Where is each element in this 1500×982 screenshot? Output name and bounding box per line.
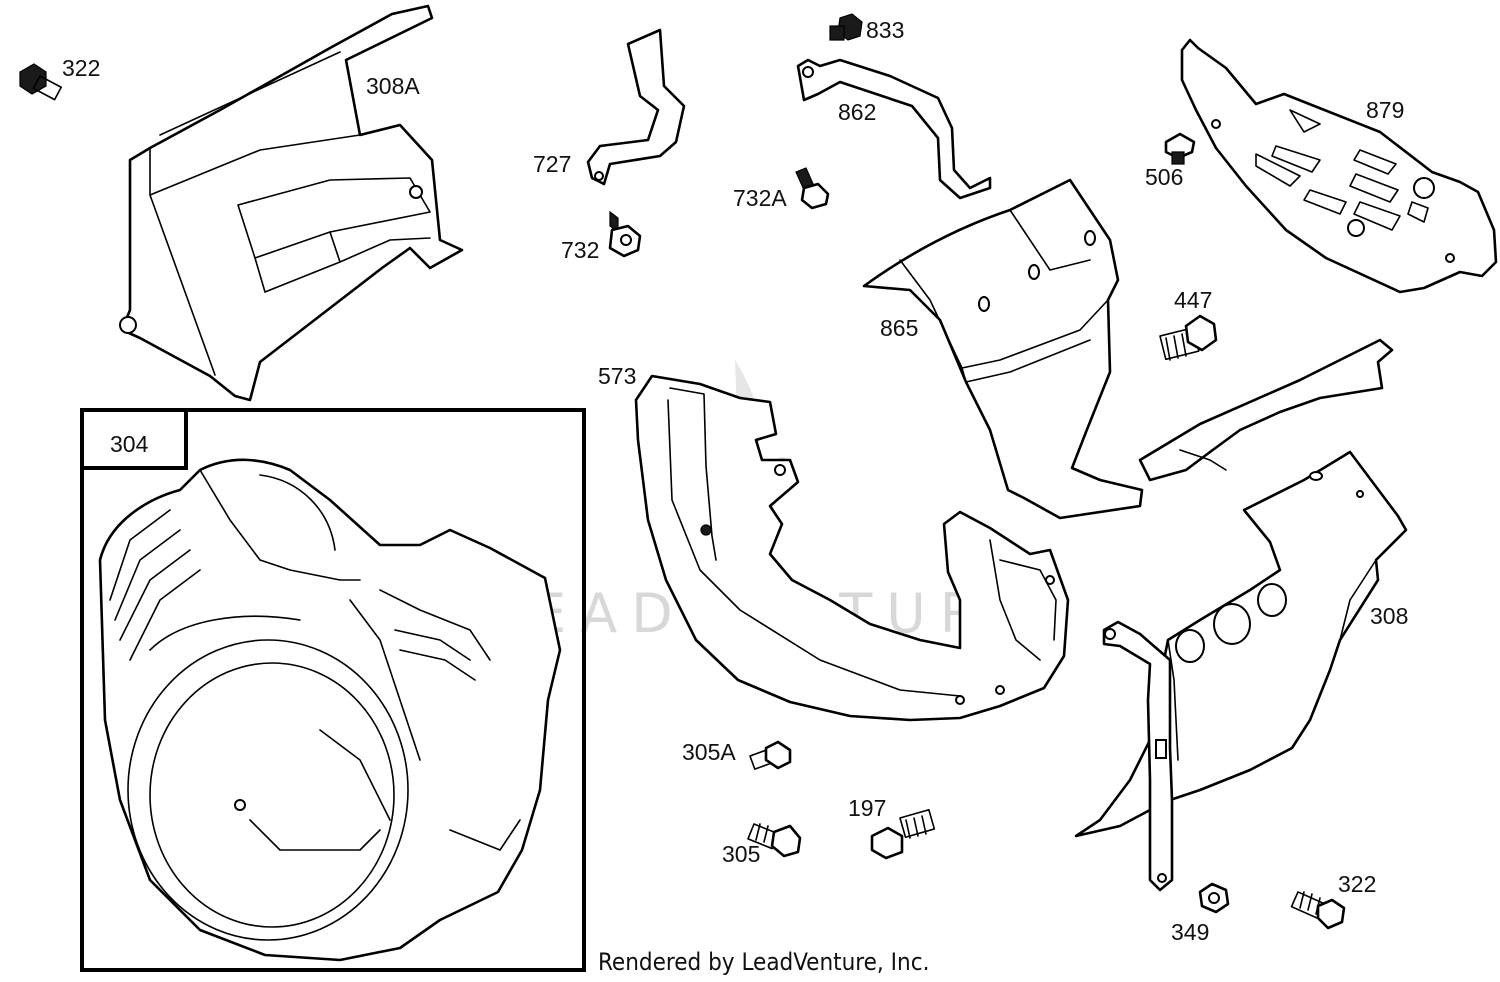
label-349: 349 bbox=[1171, 919, 1209, 945]
label-732: 732 bbox=[561, 237, 599, 263]
part-732-screw bbox=[608, 210, 642, 258]
part-865-shroud bbox=[862, 178, 1394, 520]
label-879: 879 bbox=[1366, 97, 1404, 123]
inset-label-box bbox=[80, 408, 188, 470]
label-447: 447 bbox=[1174, 287, 1212, 313]
part-322-bolt-bottom bbox=[1290, 891, 1346, 930]
label-304: 304 bbox=[110, 431, 149, 457]
label-573: 573 bbox=[598, 363, 636, 389]
label-727: 727 bbox=[533, 151, 571, 177]
part-197-bolt bbox=[870, 808, 936, 860]
label-865: 865 bbox=[880, 315, 918, 341]
part-304-blower-housing-inset bbox=[80, 408, 586, 972]
label-506: 506 bbox=[1145, 164, 1183, 190]
label-308a: 308A bbox=[366, 73, 420, 99]
part-727-bracket bbox=[586, 28, 686, 186]
part-308a-shroud bbox=[119, 4, 464, 402]
label-322-top: 322 bbox=[62, 55, 100, 81]
part-349-nut bbox=[1198, 882, 1230, 914]
credit-text: Rendered by LeadVenture, Inc. bbox=[598, 948, 929, 976]
part-305-bolt bbox=[747, 823, 802, 858]
label-322-bottom: 322 bbox=[1338, 871, 1376, 897]
bolt-head-icon bbox=[19, 63, 47, 95]
label-732a: 732A bbox=[733, 185, 787, 211]
label-308: 308 bbox=[1370, 603, 1408, 629]
bolt-thread-icon bbox=[32, 75, 62, 101]
part-573-baffle bbox=[634, 374, 1070, 722]
inset-frame bbox=[80, 408, 586, 972]
label-305: 305 bbox=[722, 841, 760, 867]
part-322-bolt-top bbox=[19, 63, 62, 101]
part-732a-screw bbox=[795, 167, 830, 210]
part-305a-bolt bbox=[749, 740, 792, 770]
part-506-screw bbox=[1164, 132, 1196, 165]
part-862-bracket bbox=[796, 58, 992, 200]
label-197: 197 bbox=[848, 795, 886, 821]
label-833: 833 bbox=[866, 17, 904, 43]
part-879-heat-shield bbox=[1180, 38, 1498, 294]
label-305a: 305A bbox=[682, 739, 736, 765]
part-308-bracket-shroud bbox=[1074, 450, 1408, 892]
part-833-bolt bbox=[829, 13, 863, 41]
label-862: 862 bbox=[838, 99, 876, 125]
part-447-bolt bbox=[1159, 314, 1218, 361]
